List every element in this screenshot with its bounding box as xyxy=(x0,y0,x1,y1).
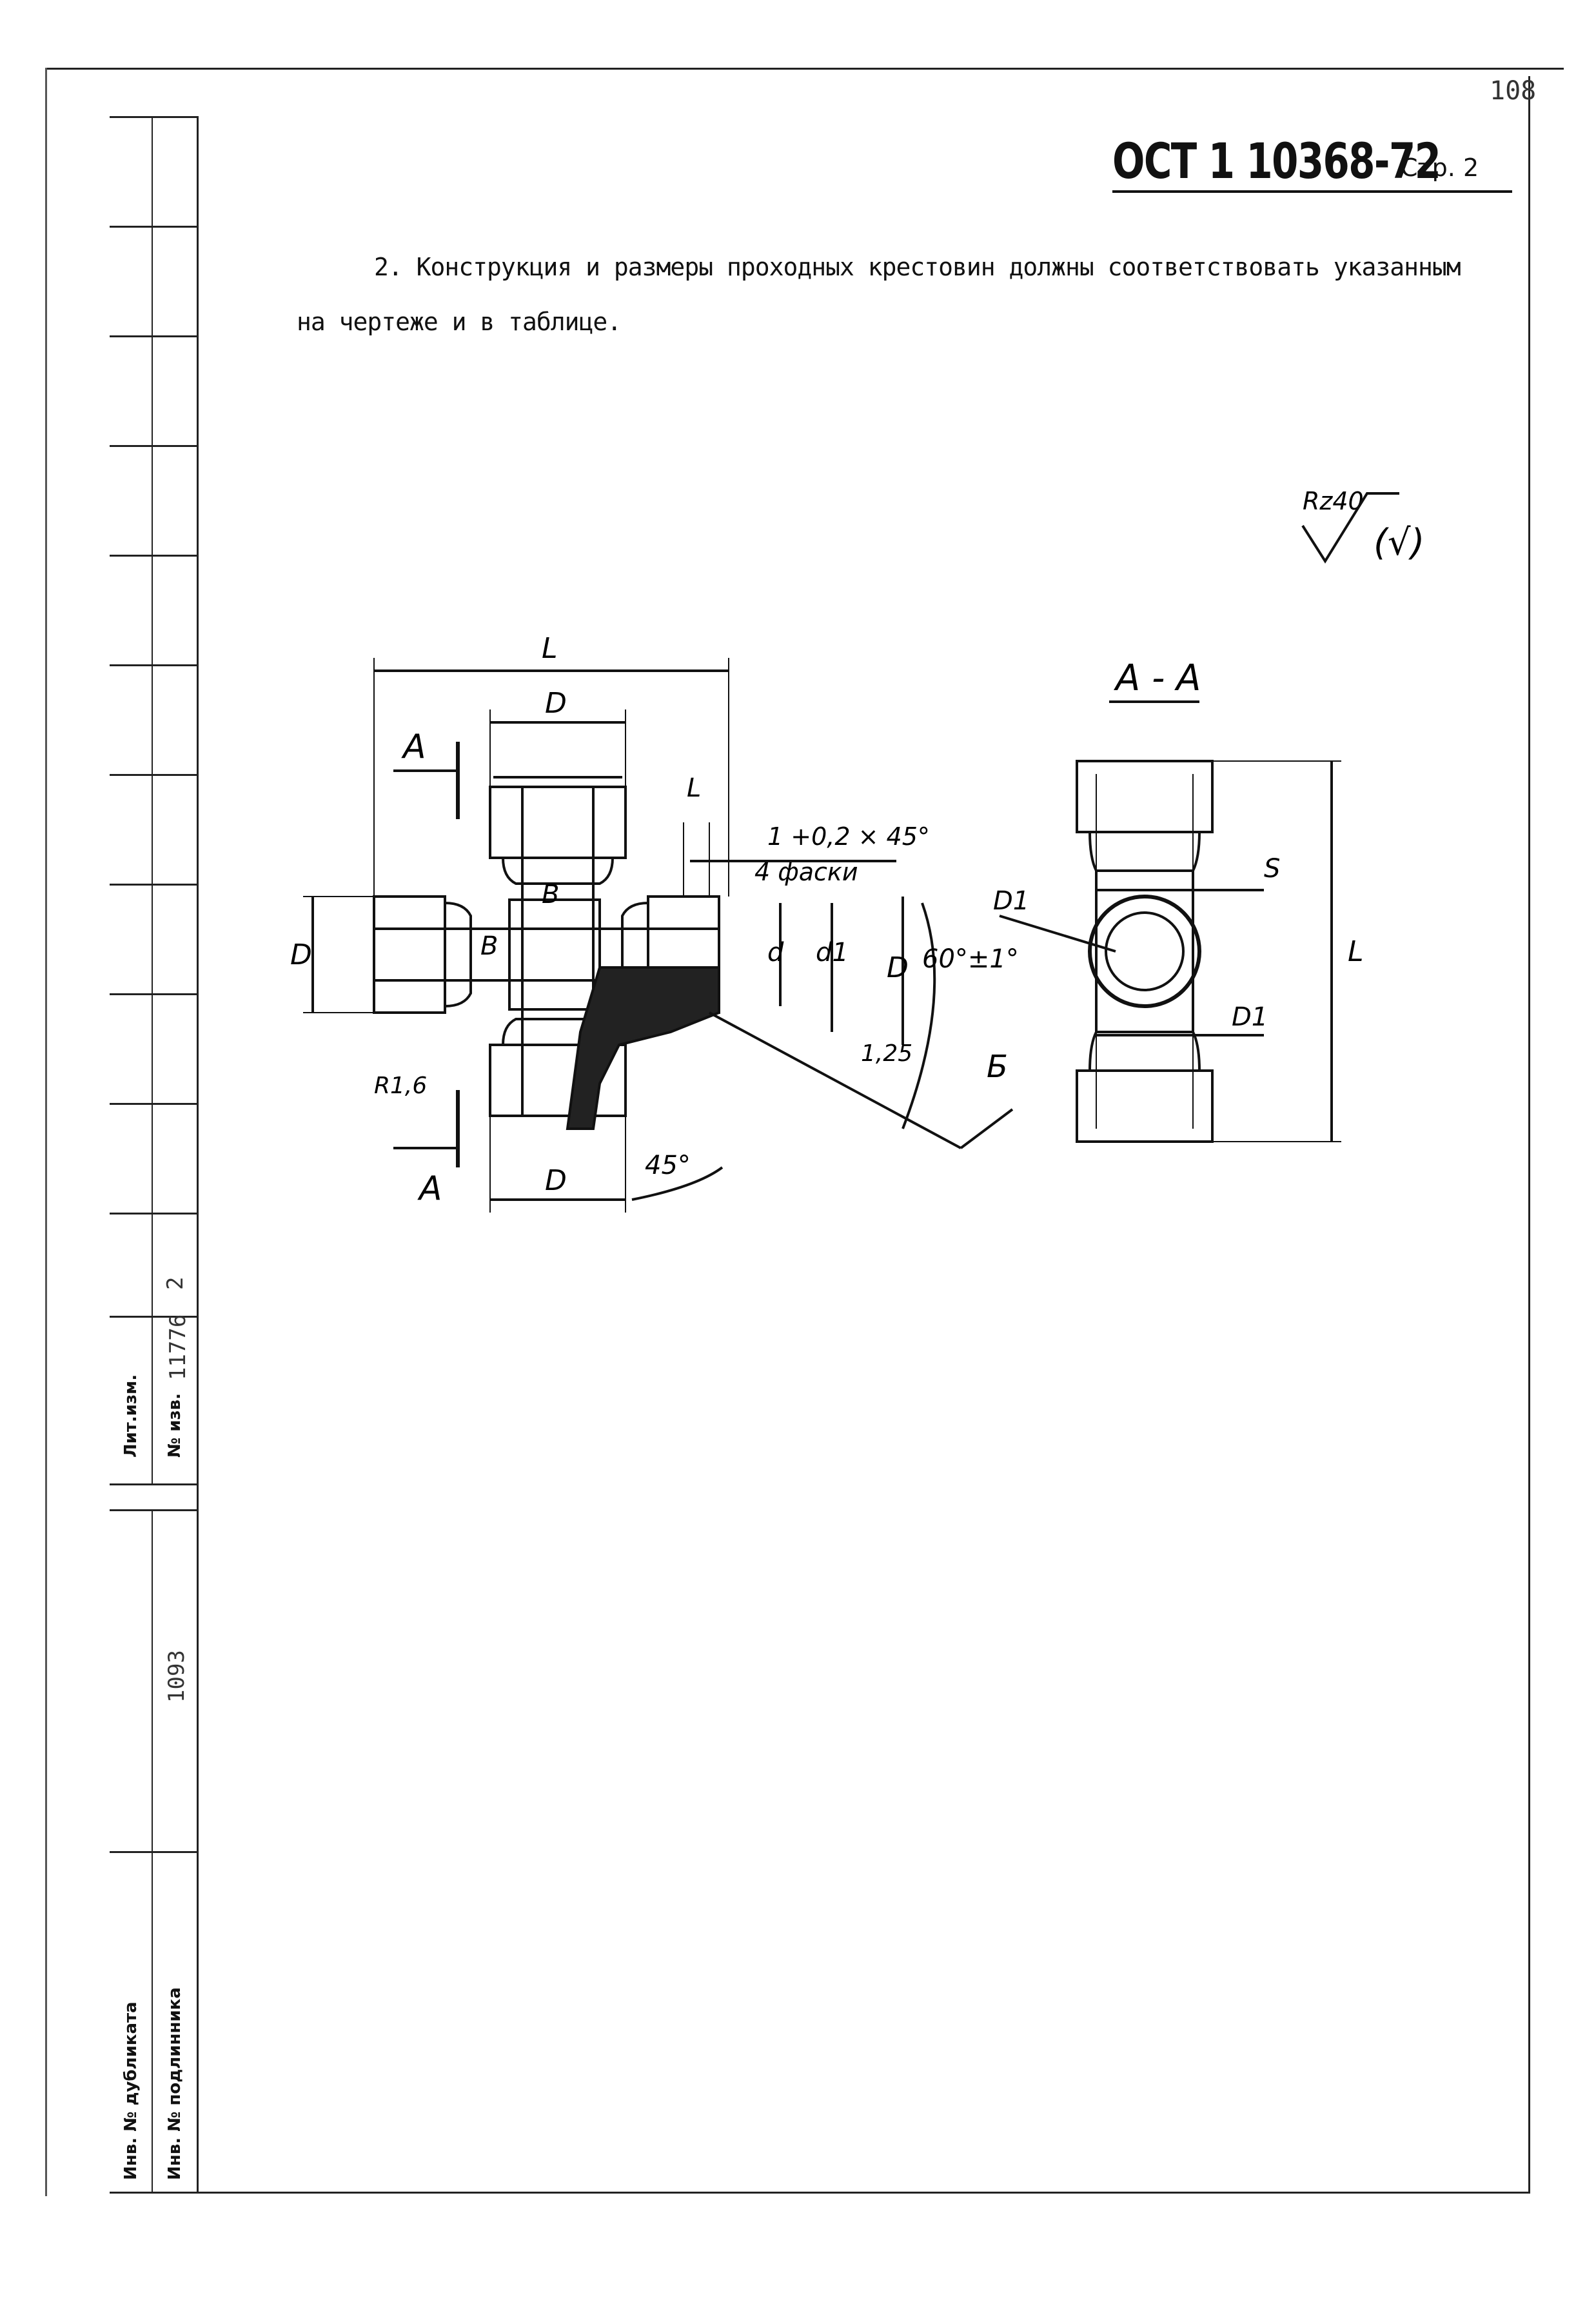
strip-row-line xyxy=(110,993,199,995)
section-dim-S: S xyxy=(1264,854,1280,884)
roughness-symbol: Rz40 (√) xyxy=(1301,487,1424,564)
section-bottom-thread xyxy=(1076,1069,1214,1143)
page-frame-right xyxy=(1528,76,1530,2192)
standard-code: ОСТ 1 10368-72 xyxy=(1112,132,1441,190)
section-hatch xyxy=(566,966,720,1130)
angle-60: 60°±1° xyxy=(922,944,1019,974)
strip-row-line xyxy=(110,1213,199,1215)
angle-45: 45° xyxy=(645,1151,691,1180)
page-frame-bottom xyxy=(110,2192,1530,2194)
strip-row-line xyxy=(110,1509,199,1511)
izv-label: № изв. xyxy=(165,1393,184,1458)
chamfer-count: 4 фаски xyxy=(754,858,858,886)
cross-fitting-drawing: L D A L 1 +0,2 × 45° 4 фаски B B D d d1 … xyxy=(290,632,1364,1213)
section-title: А - А xyxy=(1114,657,1201,699)
inner-frame-left xyxy=(197,116,199,2193)
roughness-125: 1,25 xyxy=(861,1040,912,1067)
section-mark-A-top: A xyxy=(401,728,426,766)
dim-B-top: B xyxy=(542,880,559,909)
section-dim-L: L xyxy=(1348,935,1364,968)
section-top-thread xyxy=(1076,760,1214,833)
dim-L: L xyxy=(542,632,558,665)
strip-row-line xyxy=(110,774,199,776)
section-dim-D1-top: D1 xyxy=(993,886,1029,916)
roughness-value: Rz40 xyxy=(1303,487,1364,515)
body-paragraph: 2. Конструкция и размеры проходных крест… xyxy=(297,253,1461,336)
roughness-other: (√) xyxy=(1374,522,1424,564)
top-thread xyxy=(489,786,627,859)
lit-izm-label: Лит.изм. xyxy=(121,1374,141,1458)
strip-row-line xyxy=(110,445,199,447)
strip-row-line xyxy=(110,1103,199,1105)
strip-divider xyxy=(152,116,153,1483)
strip-row-line xyxy=(110,1851,199,1853)
izv-value: 11776 xyxy=(165,1314,191,1380)
dim-D-right: D xyxy=(887,951,909,984)
left-thread xyxy=(373,895,446,1014)
section-inner-circle xyxy=(1105,911,1185,991)
strip-row-line xyxy=(110,884,199,886)
page-label: Стр. 2 xyxy=(1401,154,1479,182)
center-body xyxy=(508,898,601,1011)
side-stamp-strip: Лит.изм. 2 № изв. 11776 1093 Инв. № дубл… xyxy=(110,116,199,2193)
dim-D-bottom: D xyxy=(545,1164,567,1197)
inv-podl-label: Инв. № подлинника xyxy=(165,1987,184,2180)
dim-D-top: D xyxy=(545,687,567,720)
top-neck xyxy=(502,857,614,885)
page-frame-left xyxy=(45,68,47,2196)
inv-dubl-label: Инв. № дубликата xyxy=(121,2001,141,2180)
radius-R16: R1,6 xyxy=(374,1073,427,1099)
dim-B-left: B xyxy=(480,931,498,961)
dim-D-left: D xyxy=(290,938,312,971)
header-underline xyxy=(1112,190,1512,193)
strip-row-line xyxy=(110,664,199,666)
left-neck xyxy=(444,902,472,1007)
section-outer-circle xyxy=(1088,895,1201,1008)
lit-izm-value: 2 xyxy=(163,1276,188,1290)
dim-d1: d1 xyxy=(816,938,849,967)
dim-d: d xyxy=(767,938,784,967)
page-frame-top xyxy=(45,68,1564,70)
strip-row-line xyxy=(110,1316,199,1318)
page-number: 108 xyxy=(1490,76,1537,106)
check-mark-icon xyxy=(1301,492,1399,564)
section-dim-D1-bottom: D1 xyxy=(1232,1002,1268,1032)
strip-row-line xyxy=(110,116,199,118)
strip-row-line xyxy=(110,1483,199,1485)
section-mark-A-bottom: A xyxy=(417,1169,442,1208)
bottom-thread xyxy=(489,1044,627,1117)
strip-row-line xyxy=(110,335,199,337)
chamfer-label: 1 +0,2 × 45° xyxy=(767,822,930,851)
section-mark-B: Б xyxy=(987,1049,1008,1085)
strip-row-line xyxy=(110,555,199,557)
strip-row-line xyxy=(110,226,199,228)
dim-L-small: L xyxy=(687,773,701,803)
inv-dubl-value: 1093 xyxy=(164,1650,190,1703)
